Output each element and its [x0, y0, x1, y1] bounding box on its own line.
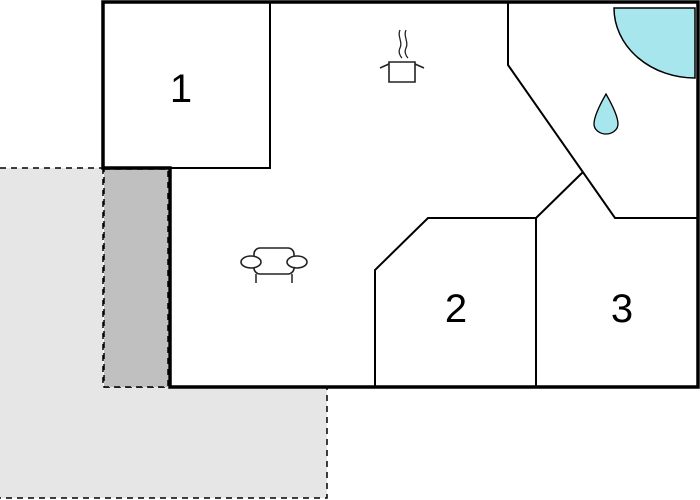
hall-diagonal-wall: [535, 171, 584, 219]
terrace-area: [0, 168, 327, 498]
water-drop-icon: [593, 92, 619, 135]
room-3-label: 3: [611, 287, 633, 331]
cooking-pot-icon: [379, 29, 425, 83]
bathroom-wall: [507, 2, 698, 219]
shower-quarter-circle-icon: [613, 7, 696, 79]
room-2-label: 2: [445, 287, 467, 331]
house-interior: [103, 2, 698, 387]
covered-strip: [103, 168, 169, 388]
armchair-icon: [240, 247, 308, 283]
room-1-walls: [170, 2, 271, 169]
room-2-walls: [374, 217, 537, 387]
room-1-label: 1: [170, 67, 192, 111]
